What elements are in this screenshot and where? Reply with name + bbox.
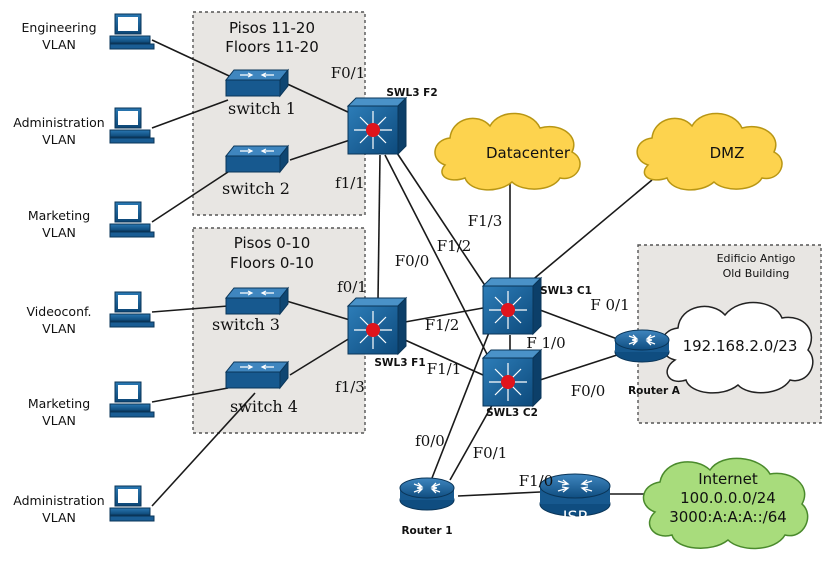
switch-1-icon xyxy=(224,68,290,98)
vlan-label: VLAN xyxy=(42,510,76,525)
cloud-lan: 192.168.2.0/23 xyxy=(660,301,814,394)
dmz-label: DMZ xyxy=(710,144,745,162)
vlan-label: VLAN xyxy=(42,225,76,240)
zone-floors-0-10-title: Pisos 0-10 xyxy=(234,234,311,252)
zone-floors-11-20-subtitle: Floors 11-20 xyxy=(225,38,319,56)
router-1-label: Router 1 xyxy=(401,525,452,537)
zone-floors-0-10 xyxy=(192,227,366,434)
port-label: f0/0 xyxy=(415,432,445,450)
vlan-label: Videoconf. xyxy=(27,304,92,319)
swl3-f1-label: SWL3 F1 xyxy=(374,357,425,369)
vlan-label: VLAN xyxy=(42,413,76,428)
swl3-f2-icon xyxy=(346,96,408,156)
vlan-label: Engineering xyxy=(22,20,97,35)
port-label: f0/1 xyxy=(337,278,367,296)
port-label: F1/0 xyxy=(519,472,554,490)
zone-floors-0-10-subtitle: Floors 0-10 xyxy=(230,254,314,272)
zone-old-building-subtitle: Old Building xyxy=(723,267,790,280)
vlan-label: VLAN xyxy=(42,321,76,336)
cloud-internet: Internet 100.0.0.0/24 3000:A:A:A::/64 xyxy=(642,457,809,550)
switch-4-label: switch 4 xyxy=(230,397,298,416)
port-label: F 0/1 xyxy=(590,296,629,314)
pc-marketing-icon xyxy=(109,201,155,238)
switch-4-icon xyxy=(224,360,290,390)
swl3-c2-label: SWL3 C2 xyxy=(486,407,538,419)
isp-label: ISP xyxy=(563,507,588,526)
swl3-f2-label: SWL3 F2 xyxy=(386,87,437,99)
port-label: F1/2 xyxy=(437,237,472,255)
swl3-c1-icon xyxy=(481,276,543,336)
port-label: F 1/0 xyxy=(526,334,565,352)
cloud-dmz: DMZ xyxy=(636,112,783,191)
datacenter-label: Datacenter xyxy=(486,144,571,162)
port-label: f1/1 xyxy=(335,174,365,192)
internet-label: Internet xyxy=(698,470,758,488)
vlan-label: Marketing xyxy=(28,396,90,411)
zone-old-building-title: Edificio Antigo xyxy=(717,252,796,265)
port-label: F0/1 xyxy=(331,64,366,82)
pc-marketing-2-icon xyxy=(109,381,155,418)
port-label: F0/0 xyxy=(571,382,606,400)
zone-floors-11-20-title: Pisos 11-20 xyxy=(229,19,315,37)
switch-3-label: switch 3 xyxy=(212,315,280,334)
swl3-c1-label: SWL3 C1 xyxy=(540,285,592,297)
lan-subnet-label: 192.168.2.0/23 xyxy=(683,337,798,355)
router-a-icon xyxy=(614,329,670,363)
vlan-label: VLAN xyxy=(42,132,76,147)
port-label: F1/3 xyxy=(468,212,503,230)
vlan-label: Administration xyxy=(13,115,104,130)
pc-engineering-icon xyxy=(109,13,155,50)
port-label: f1/3 xyxy=(335,378,365,396)
internet-ipv4-label: 100.0.0.0/24 xyxy=(680,489,776,507)
cloud-datacenter: Datacenter xyxy=(434,112,581,191)
port-label: F0/0 xyxy=(395,252,430,270)
port-label: F0/1 xyxy=(473,444,508,462)
pc-administration-2-icon xyxy=(109,485,155,522)
port-label: F1/2 xyxy=(425,316,460,334)
router-a-label: Router A xyxy=(628,385,681,397)
switch-1-label: switch 1 xyxy=(228,99,296,118)
swl3-f1-icon xyxy=(346,296,408,356)
router-1-icon xyxy=(399,477,455,511)
switch-2-label: switch 2 xyxy=(222,179,290,198)
pc-videoconf-icon xyxy=(109,291,155,328)
vlan-label: VLAN xyxy=(42,37,76,52)
vlan-label: Marketing xyxy=(28,208,90,223)
isp-router-icon xyxy=(539,473,611,517)
pc-administration-icon xyxy=(109,107,155,144)
switch-3-icon xyxy=(224,286,290,316)
vlan-label: Administration xyxy=(13,493,104,508)
internet-ipv6-label: 3000:A:A:A::/64 xyxy=(669,508,787,526)
zone-floors-11-20 xyxy=(192,11,366,216)
swl3-c2-icon xyxy=(481,348,543,408)
switch-2-icon xyxy=(224,144,290,174)
port-label: F1/1 xyxy=(427,360,462,378)
